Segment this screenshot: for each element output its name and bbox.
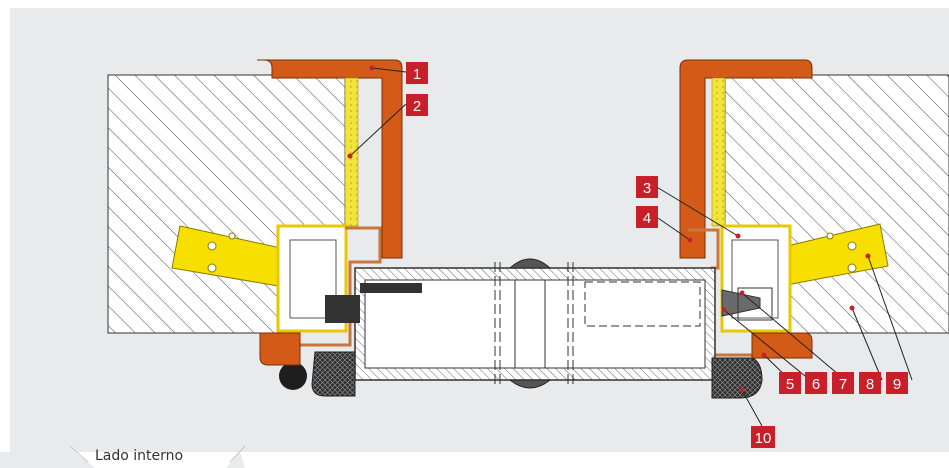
callout-6: 6 xyxy=(805,372,827,394)
callout-4: 4 xyxy=(636,206,658,228)
callout-2: 2 xyxy=(406,94,428,116)
callout-7-label: 7 xyxy=(839,376,847,393)
callout-7: 7 xyxy=(832,372,854,394)
left-frame-return xyxy=(259,332,301,366)
top-seal xyxy=(508,258,552,269)
left-hinge-block xyxy=(325,295,360,323)
footer-tab xyxy=(0,452,245,468)
callout-8: 8 xyxy=(859,372,881,394)
left-foam-strip xyxy=(344,77,359,227)
left-copper-profile xyxy=(300,226,382,347)
callout-2-label: 2 xyxy=(413,98,421,115)
right-foam-strip xyxy=(711,77,726,227)
right-frame-return xyxy=(751,332,813,359)
left-frame-profile xyxy=(257,59,403,259)
callout-dots xyxy=(347,65,871,393)
callout-9: 9 xyxy=(886,372,908,394)
callout-1: 1 xyxy=(406,62,428,84)
callout-5: 5 xyxy=(779,372,801,394)
door-leaf-core xyxy=(364,279,706,369)
callout-6-label: 6 xyxy=(812,376,820,393)
callout-10-label: 10 xyxy=(755,430,772,447)
interior-side-label: Lado interno xyxy=(95,448,184,464)
callout-3-label: 3 xyxy=(643,180,651,197)
right-bottom-gasket xyxy=(711,357,763,399)
callout-5-label: 5 xyxy=(786,376,794,393)
left-hinge-knob xyxy=(279,362,307,390)
right-frame-profile xyxy=(679,59,813,259)
bottom-seal xyxy=(508,379,552,389)
callout-1-label: 1 xyxy=(413,66,421,83)
callout-9-label: 9 xyxy=(893,376,901,393)
lock-box-dashed xyxy=(584,281,701,327)
left-bottom-gasket xyxy=(311,351,356,397)
callout-3: 3 xyxy=(636,176,658,198)
callout-4-label: 4 xyxy=(643,210,651,227)
callout-8-label: 8 xyxy=(866,376,874,393)
callout-10: 10 xyxy=(751,426,775,448)
